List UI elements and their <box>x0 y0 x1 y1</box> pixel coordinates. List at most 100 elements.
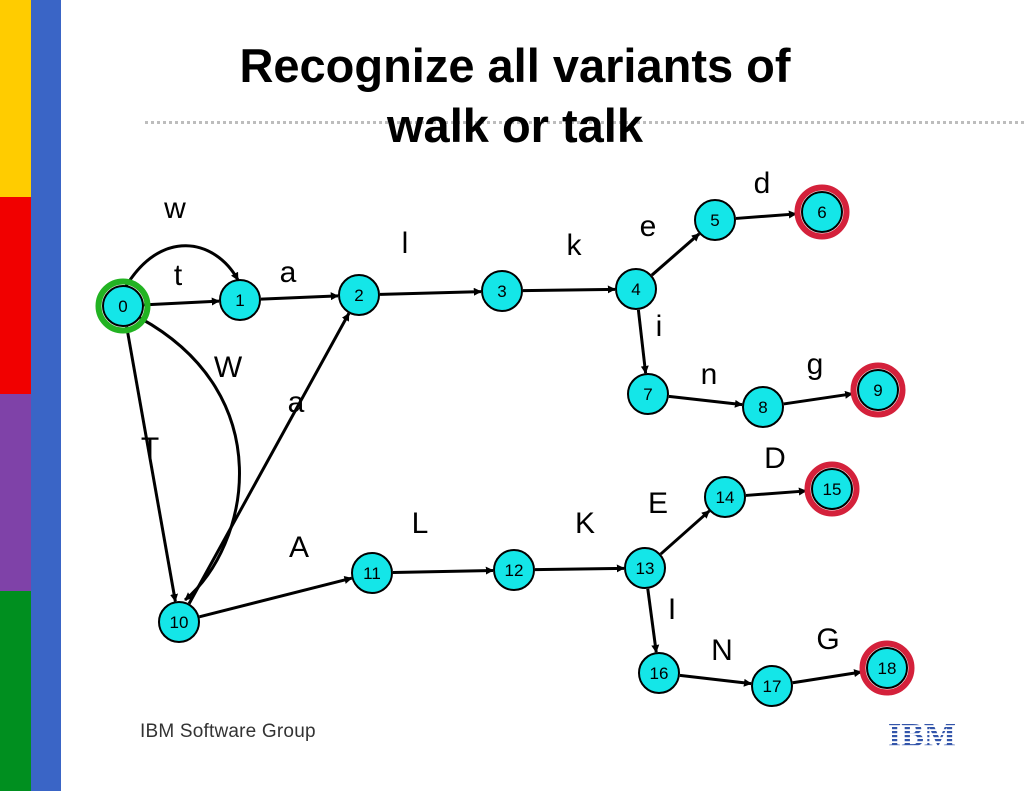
state-label: 7 <box>643 385 652 404</box>
edge-label-K: K <box>575 507 595 540</box>
state-circle <box>811 468 853 510</box>
state-node-3: 3 <box>481 270 523 312</box>
edge-label-d: d <box>754 167 771 200</box>
edge-0-to-10-W <box>139 316 241 602</box>
edge-1-to-2-a <box>260 292 339 301</box>
edge-label-E: E <box>648 487 668 520</box>
state-circle <box>493 549 535 591</box>
state-label: 13 <box>636 559 655 578</box>
edge-13-to-16-I <box>646 588 660 653</box>
edge-label-N: N <box>711 634 733 667</box>
state-circle <box>638 652 680 694</box>
edge-label-T: T <box>141 432 159 465</box>
state-label: 8 <box>758 398 767 417</box>
footer-group-name: IBM Software Group <box>140 721 316 742</box>
state-circle <box>627 373 669 415</box>
state-circle <box>742 386 784 428</box>
state-node-6: 6 <box>794 184 850 240</box>
edge-10-to-2-a <box>187 312 351 605</box>
edge-12-to-13-K <box>534 564 625 573</box>
accept-state-ring <box>804 461 860 517</box>
ibm-logo-text: IBM <box>888 717 956 751</box>
edge-0-to-1-t <box>143 297 220 307</box>
state-circle <box>866 647 908 689</box>
state-node-9: 9 <box>850 362 906 418</box>
accept-state-ring <box>794 184 850 240</box>
edge-label-i: i <box>656 310 663 343</box>
edge-label-l: l <box>402 227 409 260</box>
edge-4-to-5-e <box>650 232 701 277</box>
title-line-1: Recognize all variants of <box>239 39 791 92</box>
edge-4-to-7-i <box>636 309 649 374</box>
state-label: 0 <box>118 297 127 316</box>
edges-layer <box>123 210 863 687</box>
state-node-14: 14 <box>704 476 746 518</box>
stripe-red <box>0 197 31 394</box>
edge-label-L: L <box>412 507 429 540</box>
edge-7-to-8-n <box>668 394 743 408</box>
edge-3-to-4-k <box>522 285 616 294</box>
state-label: 1 <box>235 291 244 310</box>
edge-label-a: a <box>288 386 305 419</box>
state-node-0: 0 <box>95 278 151 334</box>
state-node-15: 15 <box>804 461 860 517</box>
state-node-13: 13 <box>624 547 666 589</box>
edge-label-G: G <box>816 623 839 656</box>
state-node-11: 11 <box>351 552 393 594</box>
state-node-17: 17 <box>751 665 793 707</box>
title-line-2: walk or talk <box>387 99 643 152</box>
state-node-18: 18 <box>859 640 915 696</box>
start-state-ring <box>95 278 151 334</box>
edge-label-W: W <box>214 351 243 384</box>
state-circle <box>615 268 657 310</box>
state-node-1: 1 <box>219 279 261 321</box>
edge-14-to-15-D <box>745 487 807 497</box>
edge-8-to-9-g <box>783 390 854 406</box>
edge-0-to-1-w <box>123 244 240 289</box>
ibm-logo: IBM <box>884 715 960 756</box>
state-circle <box>704 476 746 518</box>
edge-0-to-10-T <box>125 326 179 603</box>
edge-2-to-3-l <box>379 287 482 296</box>
state-circle <box>801 191 843 233</box>
title-divider <box>145 121 1024 124</box>
edge-label-a: a <box>280 256 297 289</box>
state-label: 17 <box>763 677 782 696</box>
state-label: 9 <box>873 381 882 400</box>
state-label: 10 <box>170 613 189 632</box>
stripe-yellow <box>0 0 31 197</box>
edge-5-to-6-d <box>735 210 797 220</box>
state-node-16: 16 <box>638 652 680 694</box>
stripe-purple <box>0 394 31 591</box>
state-node-8: 8 <box>742 386 784 428</box>
state-node-4: 4 <box>615 268 657 310</box>
edge-label-D: D <box>764 442 786 475</box>
edge-label-A: A <box>289 531 309 564</box>
edge-17-to-18-G <box>792 669 863 685</box>
ibm-logo-mark: IBM <box>888 717 956 754</box>
accept-state-ring <box>850 362 906 418</box>
state-circle <box>219 279 261 321</box>
state-label: 6 <box>817 203 826 222</box>
stripe-green <box>0 591 31 791</box>
edge-label-t: t <box>174 259 183 292</box>
state-label: 15 <box>823 480 842 499</box>
state-label: 18 <box>878 659 897 678</box>
state-label: 2 <box>354 286 363 305</box>
edge-16-to-17-N <box>679 673 752 687</box>
edge-label-I: I <box>668 593 676 626</box>
state-node-10: 10 <box>158 601 200 643</box>
edge-label-w: w <box>163 192 186 225</box>
edge-10-to-11-A <box>198 576 353 619</box>
state-label: 14 <box>716 488 735 507</box>
state-label: 11 <box>363 564 381 583</box>
sidebar-blue-bar <box>31 0 61 791</box>
state-circle <box>481 270 523 312</box>
state-node-12: 12 <box>493 549 535 591</box>
edge-11-to-12-L <box>392 566 494 575</box>
slide-title: Recognize all variants of walk or talk <box>110 36 920 156</box>
state-circle <box>624 547 666 589</box>
state-circle <box>338 274 380 316</box>
